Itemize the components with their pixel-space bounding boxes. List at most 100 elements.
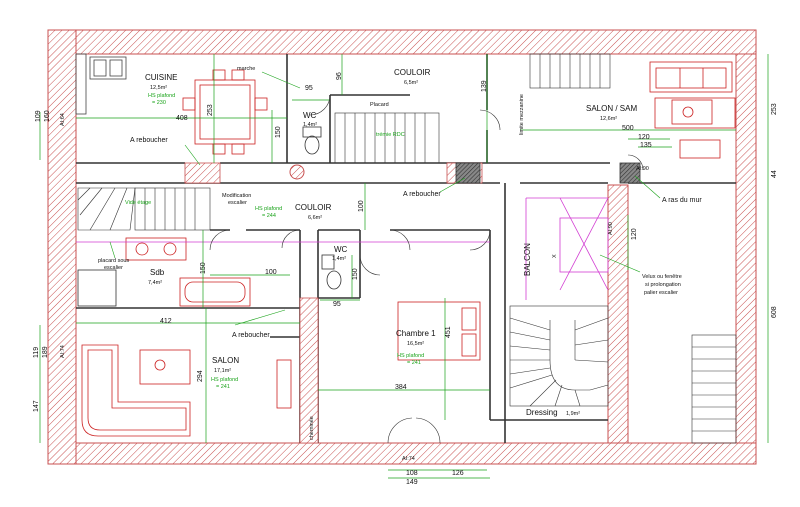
dim-100a: 100 [358, 200, 365, 212]
dim-608: 608 [771, 306, 778, 318]
room-chambre-area: 16,5m² [407, 341, 424, 347]
note-ai74-left: AI:74 [60, 345, 66, 358]
sofa-top [649, 61, 736, 159]
room-wc-mid-name: WC [334, 245, 348, 254]
column-marker [289, 164, 305, 180]
note-ai90: AI:90 [636, 166, 649, 172]
room-sdb-name: Sdb [150, 268, 165, 277]
bathroom-fixtures [77, 237, 251, 307]
dim-253a: 253 [207, 104, 214, 116]
kitchen-counter [75, 53, 127, 115]
dim-384: 384 [395, 384, 407, 391]
room-cuisine-name: CUISINE [145, 73, 177, 82]
room-salon-name: SALON [212, 356, 239, 365]
dim-189: 189 [42, 346, 49, 358]
dim-150b: 150 [200, 262, 207, 274]
salon-sofa [81, 344, 292, 437]
stairs-middle [77, 187, 211, 231]
dim-100b: 100 [265, 269, 277, 276]
dimension-lines [39, 54, 769, 479]
room-labels: CUISINE 12,5m² HS plafond = 230 COULOIR … [145, 68, 637, 417]
door-swings [209, 94, 644, 444]
dim-96: 96 [336, 72, 343, 80]
dim-120a: 120 [638, 134, 650, 141]
dining-table [182, 69, 268, 155]
dim-160: 160 [44, 110, 51, 122]
room-balcon-name: BALCON [523, 243, 532, 276]
note-velux-1: Velux ou fenêtre [642, 274, 682, 280]
note-ras-mur: A ras du mur [662, 197, 702, 204]
room-salon-area: 17,1m² [214, 368, 231, 374]
note-reboucher-2: A reboucher [403, 191, 441, 198]
bed [397, 301, 481, 361]
dim-126: 126 [452, 470, 464, 477]
dim-109: 109 [35, 110, 42, 122]
note-modif-1: Modification [222, 193, 251, 199]
note-reboucher-1: A reboucher [130, 137, 168, 144]
dim-108: 108 [406, 470, 418, 477]
note-vide: Vide étage [125, 200, 151, 206]
dim-119: 119 [33, 347, 40, 358]
note-ai90-vertical: AI:90 [608, 222, 614, 235]
wc-middle-fixture [321, 254, 342, 290]
room-wc-top-name: WC [303, 111, 317, 120]
note-cheminee: cheminée [309, 416, 315, 440]
dim-500: 500 [622, 125, 634, 132]
note-reboucher-3: A reboucher [232, 332, 270, 339]
note-limite: limite mezzanine [519, 94, 525, 135]
room-salon-sam-name: SALON / SAM [586, 104, 637, 113]
dim-150a: 150 [275, 126, 282, 138]
note-hs244-2: = 244 [262, 213, 276, 219]
dim-451: 451 [445, 326, 452, 338]
room-salon-note1: HS plafond [211, 377, 238, 383]
room-wc-mid-area: 1,4m² [332, 256, 346, 262]
dim-149: 149 [406, 479, 418, 486]
note-ai64: AI:64 [60, 113, 66, 126]
dim-95b: 95 [333, 301, 341, 308]
room-chambre-note2: = 241 [407, 360, 421, 366]
room-cuisine-note1: HS plafond [148, 93, 175, 99]
room-dressing-area: 1,9m² [566, 411, 580, 417]
stairs-right [691, 334, 737, 444]
room-sdb-area: 7,4m² [148, 280, 162, 286]
dim-408: 408 [176, 115, 188, 122]
room-cuisine-area: 12,5m² [150, 85, 167, 91]
wall-blocks [184, 162, 641, 444]
note-velux-3: palier escalier [644, 290, 678, 296]
dim-135: 135 [640, 142, 652, 149]
annotations: marche Placard limite mezzanine A rebouc… [60, 66, 702, 462]
room-chambre-name: Chambre 1 [396, 329, 436, 338]
room-wc-top-area: 1,4m² [303, 122, 317, 128]
dim-95: 95 [305, 85, 313, 92]
leader-lines [109, 71, 661, 326]
dim-139: 139 [481, 80, 488, 92]
note-placard: Placard [370, 102, 389, 108]
dimension-labels: 95 96 139 253 408 150 500 120 135 253 44… [33, 72, 778, 486]
wc-top-fixture [302, 126, 322, 155]
room-chambre-note1: HS plafond [397, 353, 424, 359]
note-tremie: trémie RDC [376, 132, 405, 138]
note-placard-sous-2: escalier [104, 265, 123, 271]
dim-253r: 253 [771, 103, 778, 115]
room-couloir-mid-area: 6,6m² [308, 215, 322, 221]
room-couloir-top-area: 6,5m² [404, 80, 418, 86]
note-placard-sous-1: placard sous [98, 258, 129, 264]
dim-44: 44 [771, 170, 778, 178]
outer-walls [47, 29, 757, 465]
dim-147: 147 [33, 400, 40, 412]
dim-150c: 150 [352, 268, 359, 280]
dim-294: 294 [197, 370, 204, 382]
dim-120b: 120 [631, 228, 638, 240]
note-modif-2: escalier [228, 200, 247, 206]
dim-412: 412 [160, 318, 172, 325]
note-x: X [552, 254, 558, 258]
room-dressing-name: Dressing [526, 408, 558, 417]
note-velux-2: si prolongation [645, 282, 681, 288]
room-salon-note2: = 241 [216, 384, 230, 390]
stairs-spiral [509, 305, 609, 407]
room-couloir-mid-name: COULOIR [295, 203, 332, 212]
room-couloir-top-name: COULOIR [394, 68, 431, 77]
note-marche: marche [237, 66, 255, 72]
room-cuisine-note2: = 230 [152, 100, 166, 106]
